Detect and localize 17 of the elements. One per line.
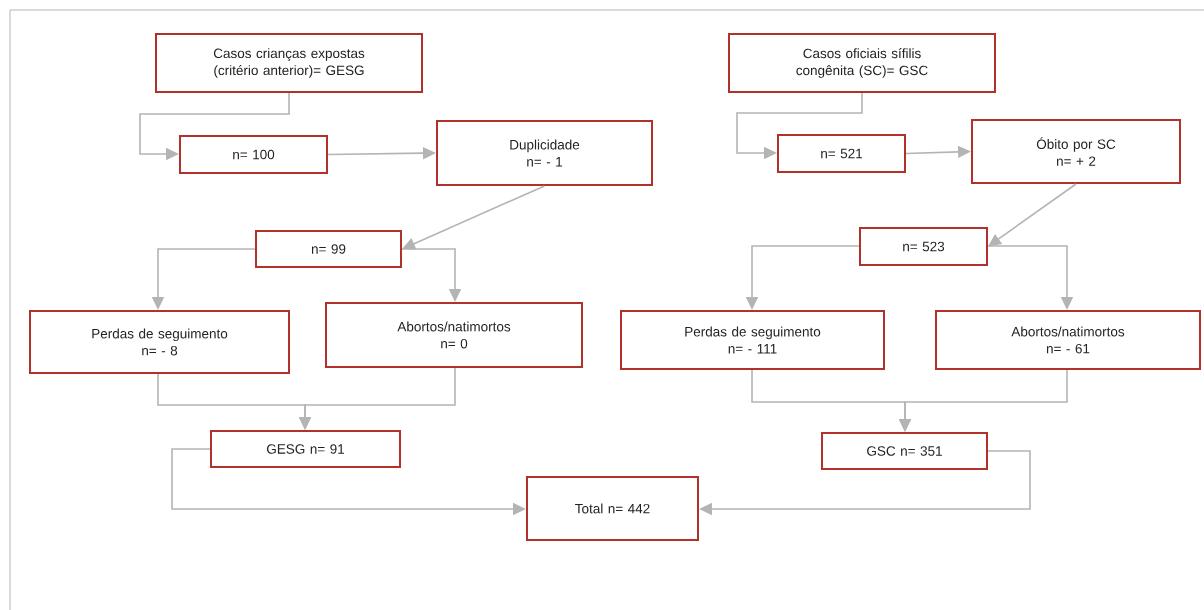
process-box: n= 523 <box>859 227 988 266</box>
process-box: GESG n= 91 <box>210 430 401 468</box>
process-box: n= 99 <box>255 230 402 268</box>
process-box: Casos oficiais sífilis congênita (SC)= GSC <box>728 33 996 93</box>
process-box: n= 521 <box>777 134 906 173</box>
process-box: n= 100 <box>179 135 328 174</box>
process-box: Óbito por SC n= + 2 <box>971 119 1181 184</box>
process-box: Total n= 442 <box>526 476 699 541</box>
process-box: Abortos/natimortos n= - 61 <box>935 310 1201 370</box>
process-box: Perdas de seguimento n= - 111 <box>620 310 885 370</box>
arrow <box>402 185 546 250</box>
process-box: Casos crianças expostas (critério anterior)= GESG <box>155 33 423 93</box>
process-box: GSC n= 351 <box>821 432 988 470</box>
process-box: Perdas de seguimento n= - 8 <box>29 310 290 374</box>
process-box: Duplicidade n= - 1 <box>436 120 653 186</box>
process-box: Abortos/natimortos n= 0 <box>325 302 583 368</box>
arrow <box>988 183 1077 247</box>
